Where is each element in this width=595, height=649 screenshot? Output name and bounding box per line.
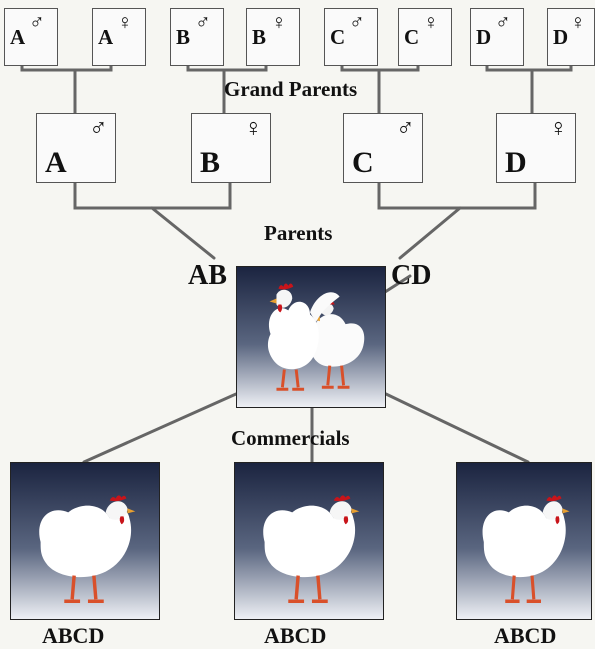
grandparent-box-c-male: C ♂ — [324, 8, 378, 66]
grandparent-box-c-female: C ♀ — [398, 8, 452, 66]
grandparent-box-b-male: B ♂ — [170, 8, 224, 66]
grandparent-letter: D — [553, 25, 569, 49]
grandparents-title: Grand Parents — [224, 77, 358, 101]
commercial-label-1: ABCD — [42, 623, 105, 648]
connector-commercial-left — [82, 392, 238, 464]
parent-box-a-male: A ♂ — [36, 113, 116, 183]
cross-label-ab: AB — [188, 260, 227, 291]
connector-cd-photo — [383, 274, 412, 294]
grandparent-letter: A — [98, 25, 114, 49]
grandparent-letter: B — [252, 25, 267, 49]
connector-commercial-right — [384, 392, 530, 464]
commercial-chicken-photo-1 — [10, 462, 160, 620]
parent-box-b-female: B ♀ — [191, 113, 271, 183]
grandparent-box-d-male: D ♂ — [470, 8, 524, 66]
grandparent-letter: C — [330, 25, 346, 49]
parent-letter: A — [45, 146, 67, 179]
commercial-chicken-photo-3 — [456, 462, 592, 620]
grandparent-box-a-male: A ♂ — [4, 8, 58, 66]
parent-letter: B — [200, 146, 221, 179]
male-symbol-icon: ♂ — [396, 115, 415, 142]
male-symbol-icon: ♂ — [195, 10, 211, 34]
grandparent-letter: B — [176, 25, 191, 49]
male-symbol-icon: ♂ — [29, 10, 45, 34]
connector-gp-c — [340, 64, 420, 115]
connector-parents-ab — [73, 181, 232, 260]
grandparent-box-a-female: A ♀ — [92, 8, 146, 66]
parents-title: Parents — [264, 221, 333, 245]
cross-label-cd: CD — [391, 260, 432, 291]
grandparent-letter: D — [476, 25, 492, 49]
male-symbol-icon: ♂ — [349, 10, 365, 34]
female-symbol-icon: ♀ — [423, 10, 439, 34]
female-symbol-icon: ♀ — [117, 10, 133, 34]
connector-gp-d — [485, 64, 573, 115]
parent-letter: C — [352, 146, 374, 179]
female-symbol-icon: ♀ — [549, 115, 568, 142]
commercial-label-2: ABCD — [264, 623, 327, 648]
commercials-title: Commercials — [231, 426, 350, 450]
female-symbol-icon: ♀ — [244, 115, 263, 142]
connector-parents-cd — [377, 181, 537, 260]
male-symbol-icon: ♂ — [89, 115, 108, 142]
parent-box-c-male: C ♂ — [343, 113, 423, 183]
parent-chickens-photo — [236, 266, 386, 408]
connector-gp-b — [186, 64, 268, 115]
grandparent-box-d-female: D ♀ — [547, 8, 595, 66]
male-symbol-icon: ♂ — [495, 10, 511, 34]
grandparent-letter: A — [10, 25, 26, 49]
parent-box-d-female: D ♀ — [496, 113, 576, 183]
commercial-label-3: ABCD — [494, 623, 557, 648]
female-symbol-icon: ♀ — [271, 10, 287, 34]
parent-letter: D — [505, 146, 527, 179]
connector-gp-a — [20, 64, 113, 115]
commercial-chicken-photo-2 — [234, 462, 384, 620]
grandparent-letter: C — [404, 25, 420, 49]
grandparent-box-b-female: B ♀ — [246, 8, 300, 66]
female-symbol-icon: ♀ — [570, 10, 586, 34]
